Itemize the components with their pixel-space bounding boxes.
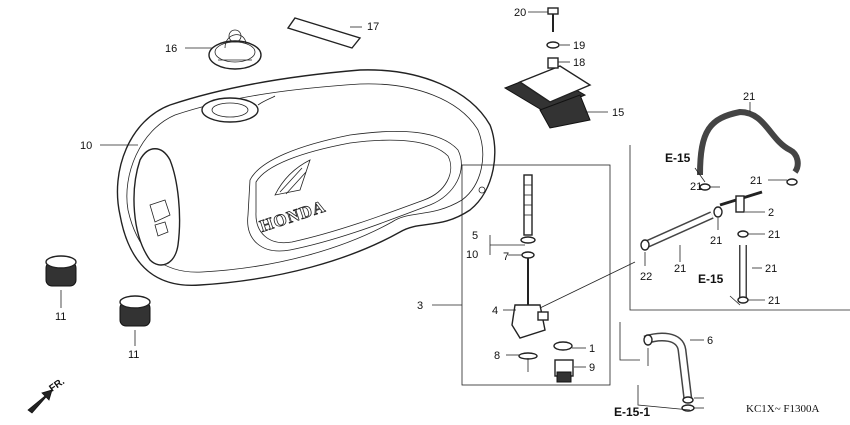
tube-clip <box>737 296 749 304</box>
tube-clip <box>786 178 798 186</box>
callout-9: 9 <box>589 362 595 374</box>
callout-4: 4 <box>492 305 498 317</box>
callout-7: 7 <box>503 251 509 263</box>
callout-8: 8 <box>494 350 500 362</box>
fuel-hose <box>643 332 693 401</box>
tube-clip <box>643 334 653 346</box>
rubber-cushion-left <box>45 255 77 287</box>
filter-screen <box>518 352 538 372</box>
diagram-code: KC1X~ F1300A <box>746 403 820 415</box>
washer <box>546 41 560 49</box>
fuel-cap <box>208 29 262 70</box>
reference-e15-1: E-15-1 <box>614 405 650 419</box>
callout-21-drain-top: 21 <box>768 229 780 241</box>
fuel-valve <box>511 174 636 339</box>
callout-3: 3 <box>417 300 423 312</box>
callout-15: 18 <box>573 57 585 69</box>
callout-13: 16 <box>165 43 177 55</box>
callout-21-tube-left: 22 <box>640 271 652 283</box>
callout-5: 5 <box>472 230 478 242</box>
callout-19: 21 <box>674 263 686 275</box>
reference-e15-upper: E-15 <box>665 151 691 165</box>
callout-18: 21 <box>765 263 777 275</box>
callout-12: 15 <box>612 107 624 119</box>
reference-e15-middle: E-15 <box>698 272 724 286</box>
callout-10-tank: 10 <box>80 140 92 152</box>
callout-21-breather: 21 <box>690 181 702 193</box>
callout-21-joint: 21 <box>710 235 722 247</box>
tube-clip <box>737 230 749 238</box>
callout-11-right: 11 <box>128 349 139 361</box>
fuel-valve-assembly-frame <box>461 164 611 386</box>
callout-21-upper-right: 21 <box>750 175 762 187</box>
leader-lines <box>60 11 787 411</box>
front-arrow: FR. <box>27 376 67 414</box>
vent-section-frame <box>629 145 850 311</box>
bolt <box>547 7 559 32</box>
rubber-cushion-right <box>119 295 151 327</box>
callout-20: 21 <box>743 91 755 103</box>
tube-clip <box>713 206 723 218</box>
o-ring <box>553 341 573 351</box>
mounting-rubber <box>503 65 592 129</box>
fuel-tank: HONDA <box>116 69 496 287</box>
breather-tube <box>697 108 801 176</box>
tube-clip <box>640 239 650 251</box>
three-way-joint <box>719 190 763 213</box>
callout-16: 19 <box>573 40 585 52</box>
tube-clip <box>682 396 694 404</box>
callout-11-left: 11 <box>55 311 66 323</box>
callout-2: 2 <box>768 207 774 219</box>
callout-1: 1 <box>589 343 595 355</box>
sediment-cup <box>554 359 574 383</box>
callout-17: 20 <box>514 7 526 19</box>
callout-10-valve: 10 <box>466 249 478 261</box>
fuel-tube <box>643 211 714 249</box>
collar <box>547 57 559 69</box>
callout-21-drain-bottom: 21 <box>768 295 780 307</box>
caution-label <box>286 17 362 49</box>
callout-14: 17 <box>367 21 379 33</box>
callout-6: 6 <box>707 335 713 347</box>
